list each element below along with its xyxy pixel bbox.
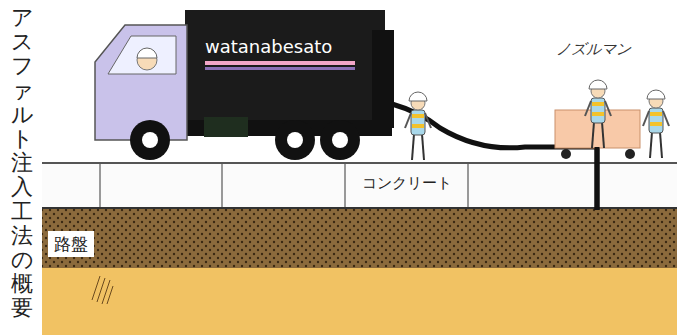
cart-wheel [561,149,571,159]
slab-joints [100,164,468,207]
subgrade-hatch [92,276,113,304]
concrete-band: コンクリート [42,163,677,208]
road-base [42,208,677,268]
nozzleman [585,80,611,148]
nozzle-pipe [595,147,600,210]
subgrade [42,268,677,335]
node-text: 路盤 [48,231,94,257]
driver-helmet [137,48,157,58]
cart-wheel [625,149,635,159]
worker [643,90,669,158]
slab-top [42,162,677,164]
part-label: ノズルマン [556,40,631,59]
fuel-tank [204,117,248,137]
tank-stripe [205,61,355,65]
tank-stripe [205,67,355,70]
truck-tank-box: watanabesato [185,10,385,120]
cab-window [108,36,176,74]
node-text: コンクリート [358,174,456,192]
slab-bottom [42,207,677,209]
truck-tank [185,10,385,120]
diagram-title: アスファルト注入工法の概要 [11,6,33,320]
truck-wheels [130,120,360,160]
node-text: watanabesato [205,36,332,58]
concrete-slab [42,163,677,208]
truck-rear-unit [372,30,394,128]
worker [405,92,431,160]
road-base-band: 路盤 [42,208,677,268]
